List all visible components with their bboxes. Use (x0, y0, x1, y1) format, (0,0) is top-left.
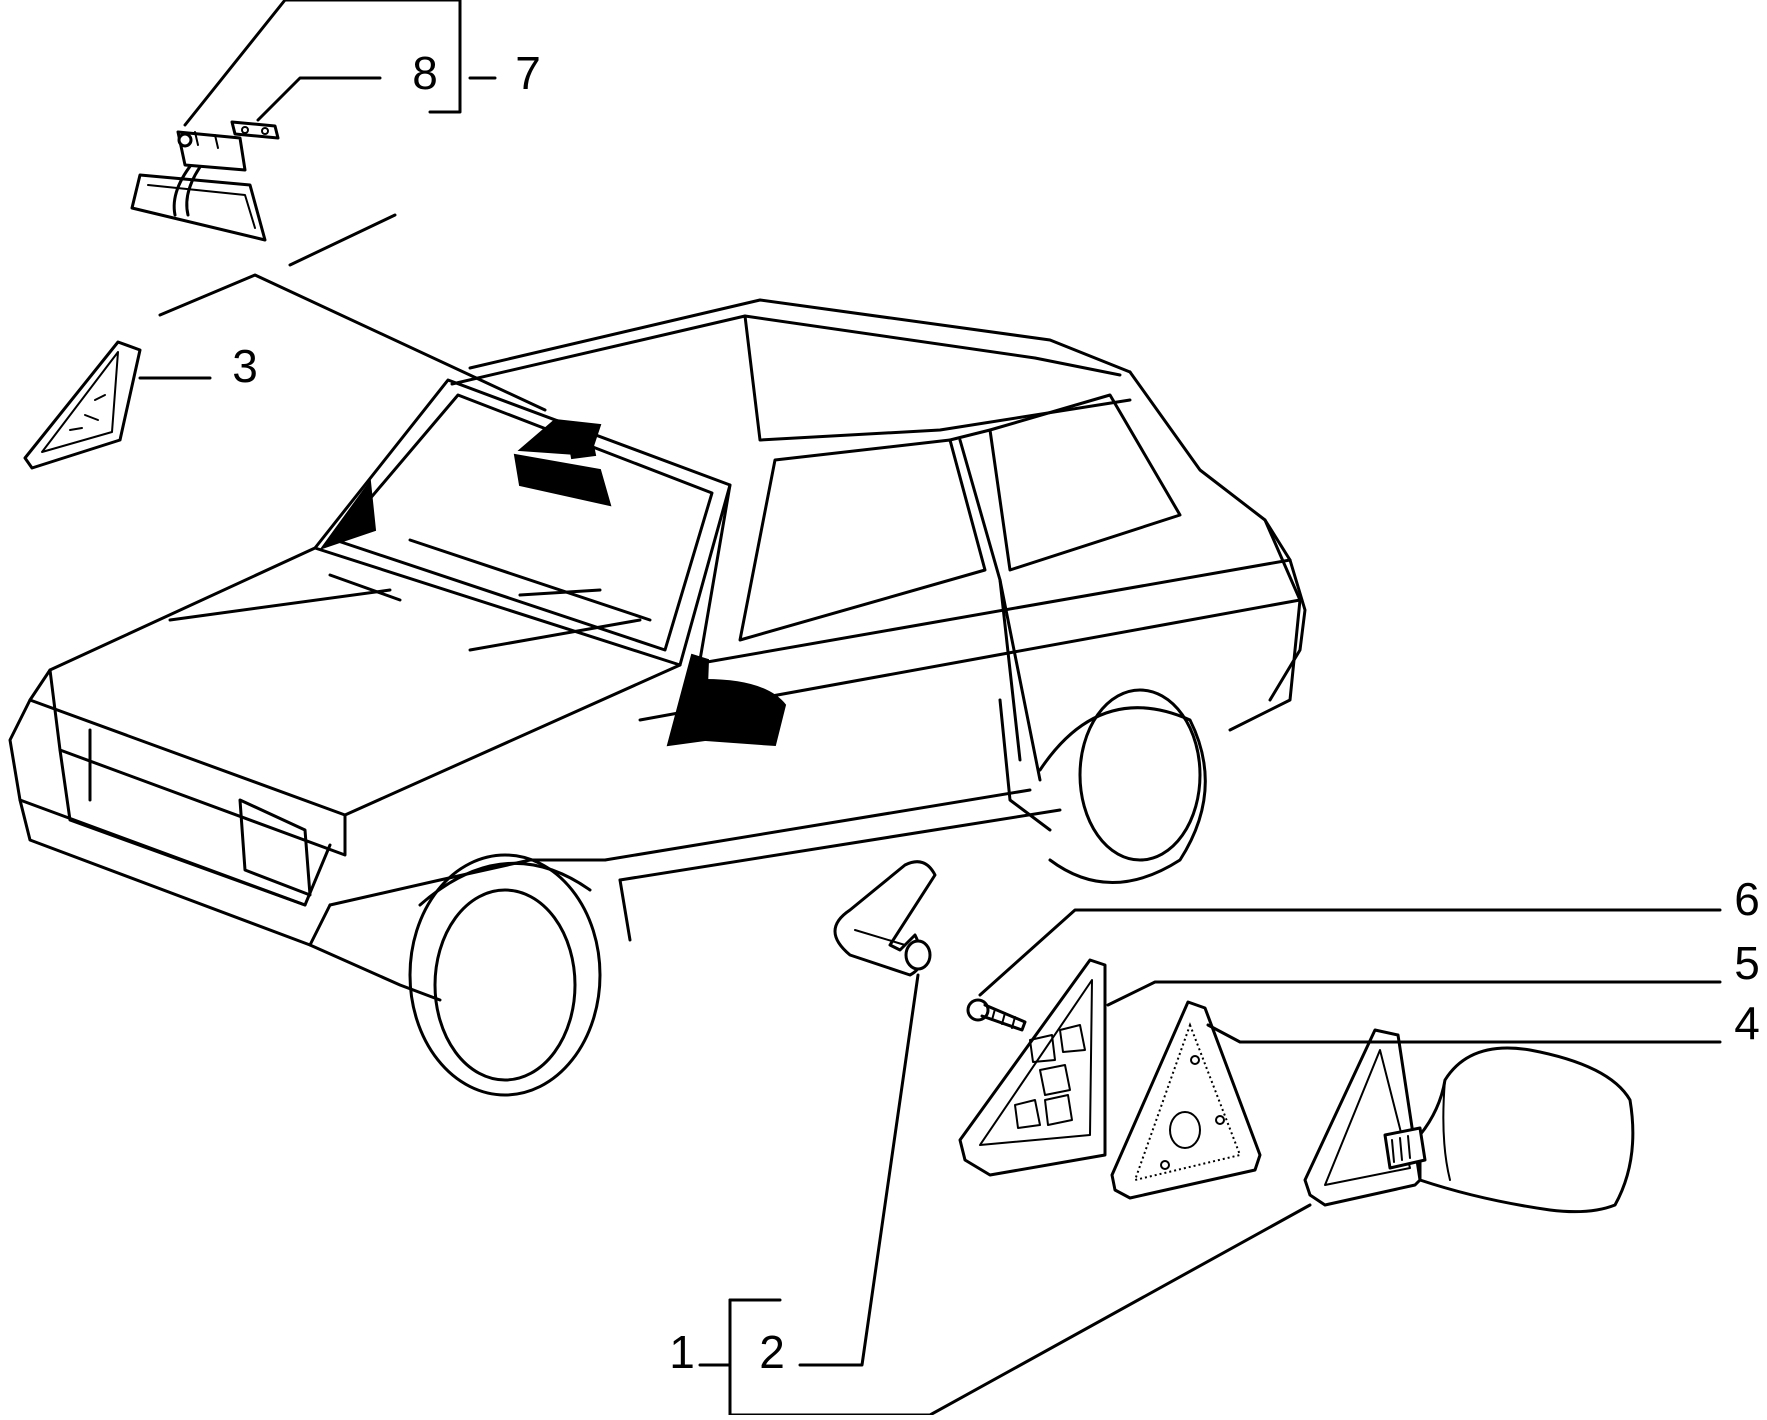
callout-8: 8 (412, 47, 438, 99)
callout-3: 3 (232, 340, 258, 392)
seal-part-4 (1110, 1000, 1262, 1200)
mounting-plate-part-5 (958, 958, 1107, 1177)
gasket-part-2 (833, 860, 937, 977)
exterior-mirror-part-1 (1303, 1028, 1635, 1214)
callout-6: 6 (1734, 873, 1760, 925)
screw-part-6 (966, 998, 1027, 1032)
callout-5: 5 (1734, 937, 1760, 989)
car-illustration (8, 298, 1307, 1097)
interior-mirror-part (130, 120, 280, 242)
callout-2: 2 (759, 1326, 785, 1378)
callout-4: 4 (1734, 997, 1760, 1049)
callout-1: 1 (669, 1326, 695, 1378)
callout-7: 7 (515, 47, 541, 99)
leader-lines (138, 0, 1722, 1417)
triangle-cover-part-3 (23, 340, 142, 470)
